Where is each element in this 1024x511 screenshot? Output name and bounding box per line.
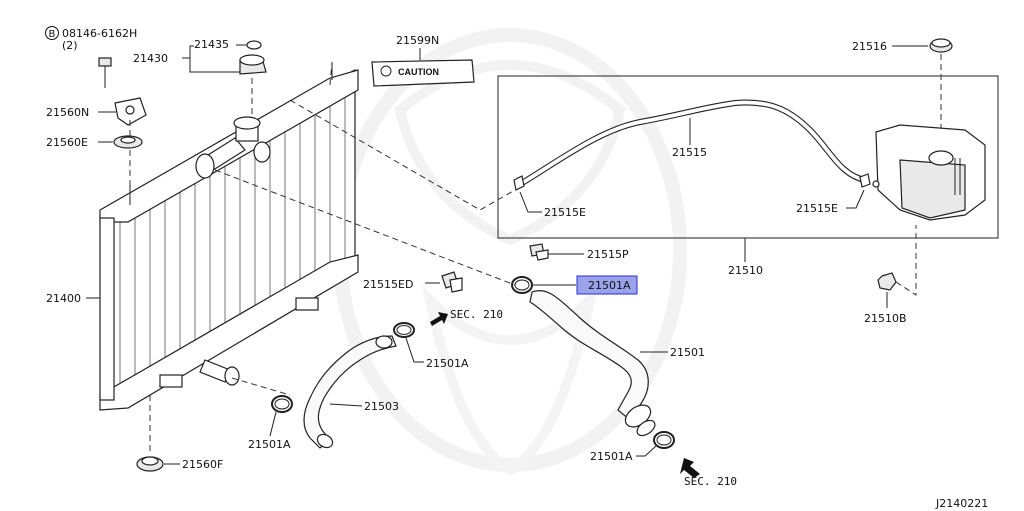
sec210-arrow-lower[interactable]: SEC. 210 [680, 458, 737, 488]
reservoir-tank[interactable] [875, 124, 986, 221]
radiator-hose-21501[interactable]: 21501 [529, 290, 705, 439]
label-sec210-upper: SEC. 210 [450, 308, 503, 321]
clip-21515P[interactable]: 21515P [529, 243, 629, 261]
label-bolt-qty: (2) [62, 39, 78, 52]
label-21560E: 21560E [46, 136, 88, 149]
reservoir-cap-21516[interactable]: 21516 [852, 38, 953, 150]
label-21516: 21516 [852, 40, 887, 53]
bolt-08146-6162H[interactable]: B 08146-6162H (2) [45, 26, 138, 89]
arrow-right-icon [430, 312, 448, 326]
label-sec210-lower: SEC. 210 [684, 475, 737, 488]
label-21501A-lower-left: 21501A [248, 438, 291, 451]
bolt-marker-letter: B [49, 29, 56, 40]
radiator-core [119, 92, 346, 385]
clamp-21501A-upper[interactable]: 21501A [511, 275, 638, 295]
label-21515P: 21515P [587, 248, 629, 261]
label-21501A-mid: 21501A [426, 357, 469, 370]
label-21515ED: 21515ED [363, 278, 413, 291]
label-21560N: 21560N [46, 106, 89, 119]
cap-seal-21435[interactable]: 21435 [194, 38, 262, 51]
clip-21515E-left[interactable]: 21515E [513, 175, 586, 219]
label-21503: 21503 [364, 400, 399, 413]
label-21515E-right: 21515E [796, 202, 838, 215]
label-21400: 21400 [46, 292, 81, 305]
clamp-21501A-lower-right[interactable]: 21501A [590, 431, 675, 463]
label-21510B: 21510B [864, 312, 907, 325]
label-21515: 21515 [672, 146, 707, 159]
radiator[interactable] [99, 62, 359, 411]
caution-label-21599N[interactable]: 21599N CAUTION [371, 34, 475, 87]
label-21501A-lower-right: 21501A [590, 450, 633, 463]
label-21560F: 21560F [182, 458, 223, 471]
clamp-21501A-lower-left[interactable]: 21501A [248, 395, 293, 451]
diagram-code: J2140221 [935, 497, 988, 510]
clamp-21501A-mid[interactable]: 21501A [393, 322, 469, 370]
clip-21515E-right[interactable]: 21515E [796, 173, 880, 215]
label-21510: 21510 [728, 264, 763, 277]
reservoir-assembly-box [497, 75, 999, 239]
highlight-box[interactable] [576, 275, 638, 295]
label-bolt-code: 08146-6162H [62, 27, 137, 40]
caution-text: CAUTION [398, 67, 439, 77]
clip-21515ED[interactable]: 21515ED [363, 271, 463, 293]
overflow-hose-21515[interactable]: 21515 [520, 99, 866, 186]
nut-21510B[interactable]: 21510B [864, 225, 917, 325]
relation-lines [149, 61, 516, 455]
sec210-arrow-upper[interactable]: SEC. 210 [430, 308, 503, 326]
label-21430: 21430 [133, 52, 168, 65]
mount-21560F[interactable]: 21560F [136, 456, 223, 472]
radiator-cap-21430[interactable]: 21430 [133, 45, 267, 118]
seal-21560E[interactable]: 21560E [46, 135, 143, 185]
label-21435: 21435 [194, 38, 229, 51]
label-21599N: 21599N [396, 34, 439, 47]
label-21501: 21501 [670, 346, 705, 359]
bracket-21560N[interactable]: 21560N [46, 97, 147, 140]
label-21515E-left: 21515E [544, 206, 586, 219]
arrow-down-icon [680, 458, 700, 478]
bolt-marker-circle [45, 26, 59, 40]
label-21501A-highlight: 21501A [588, 279, 631, 292]
radiator-hose-21503[interactable]: 21503 [303, 335, 399, 450]
caution-symbol-icon [380, 65, 392, 77]
radiator-label-21400: 21400 [46, 292, 100, 305]
tank-label-21510: 21510 [728, 238, 763, 277]
